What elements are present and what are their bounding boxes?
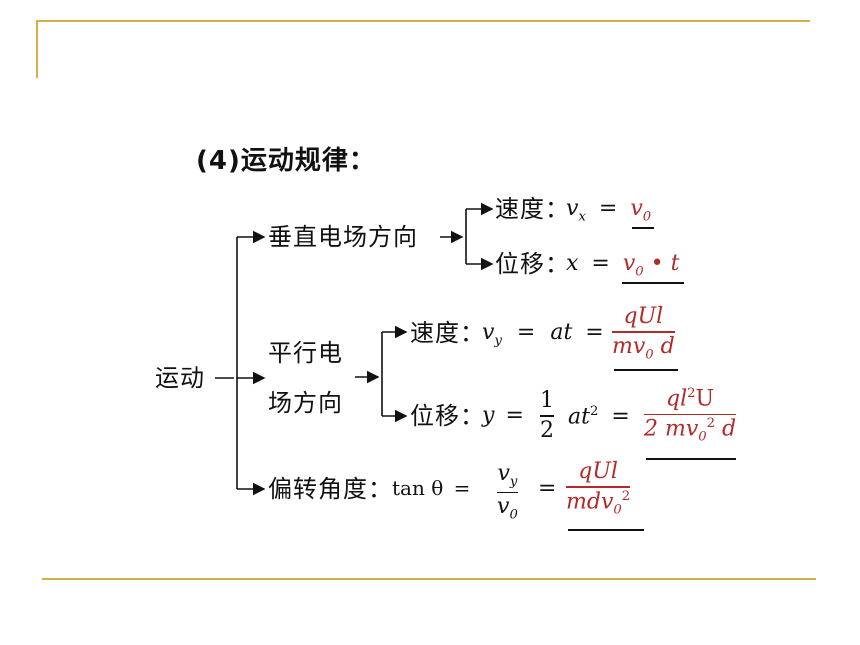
- deflection-eq2: =: [538, 476, 557, 501]
- perp-displacement-answer-underline: [622, 282, 684, 284]
- par-velocity-lhs: vy = at =: [482, 320, 604, 349]
- node-parallel-direction-line2: 场方向: [268, 389, 343, 417]
- deflection-lhs: tan θ =: [392, 476, 471, 500]
- perp-displacement-formula: x = v0 • t: [566, 251, 680, 280]
- deflection-answer-underline: [568, 529, 644, 531]
- left-border-line: [36, 20, 38, 78]
- deflection-ratio: vy v0: [497, 461, 518, 523]
- par-displacement-label: 位移：: [410, 402, 485, 430]
- perp-velocity-label: 速度：: [495, 195, 570, 223]
- par-velocity-label: 速度：: [410, 319, 485, 347]
- par-displacement-mid: at2 =: [568, 404, 630, 430]
- root-node-motion: 运动: [155, 364, 205, 392]
- par-displacement-lhs: y =: [482, 403, 524, 428]
- node-parallel-direction-line1: 平行电: [268, 339, 343, 367]
- node-deflection-angle: 偏转角度：: [268, 475, 393, 503]
- par-velocity-answer-underline: [614, 369, 678, 371]
- perp-displacement-answer: v0 • t: [622, 251, 680, 280]
- bottom-border-line: [42, 578, 816, 580]
- par-displacement-half: 1 2: [540, 388, 554, 443]
- section-title: (4)运动规律：: [196, 146, 376, 176]
- perp-velocity-formula: vx = v0: [566, 196, 652, 225]
- top-border-line: [36, 20, 810, 22]
- node-perpendicular-direction: 垂直电场方向: [268, 223, 418, 251]
- perp-velocity-answer: v0: [630, 196, 652, 225]
- perp-velocity-answer-underline: [632, 227, 654, 229]
- perp-displacement-label: 位移：: [495, 250, 570, 278]
- deflection-answer: qUl mdv02: [566, 459, 631, 518]
- par-velocity-answer: qUl mv0 d: [612, 304, 675, 363]
- par-displacement-answer: ql2U 2 mv02 d: [644, 386, 737, 445]
- par-displacement-answer-underline: [646, 458, 736, 460]
